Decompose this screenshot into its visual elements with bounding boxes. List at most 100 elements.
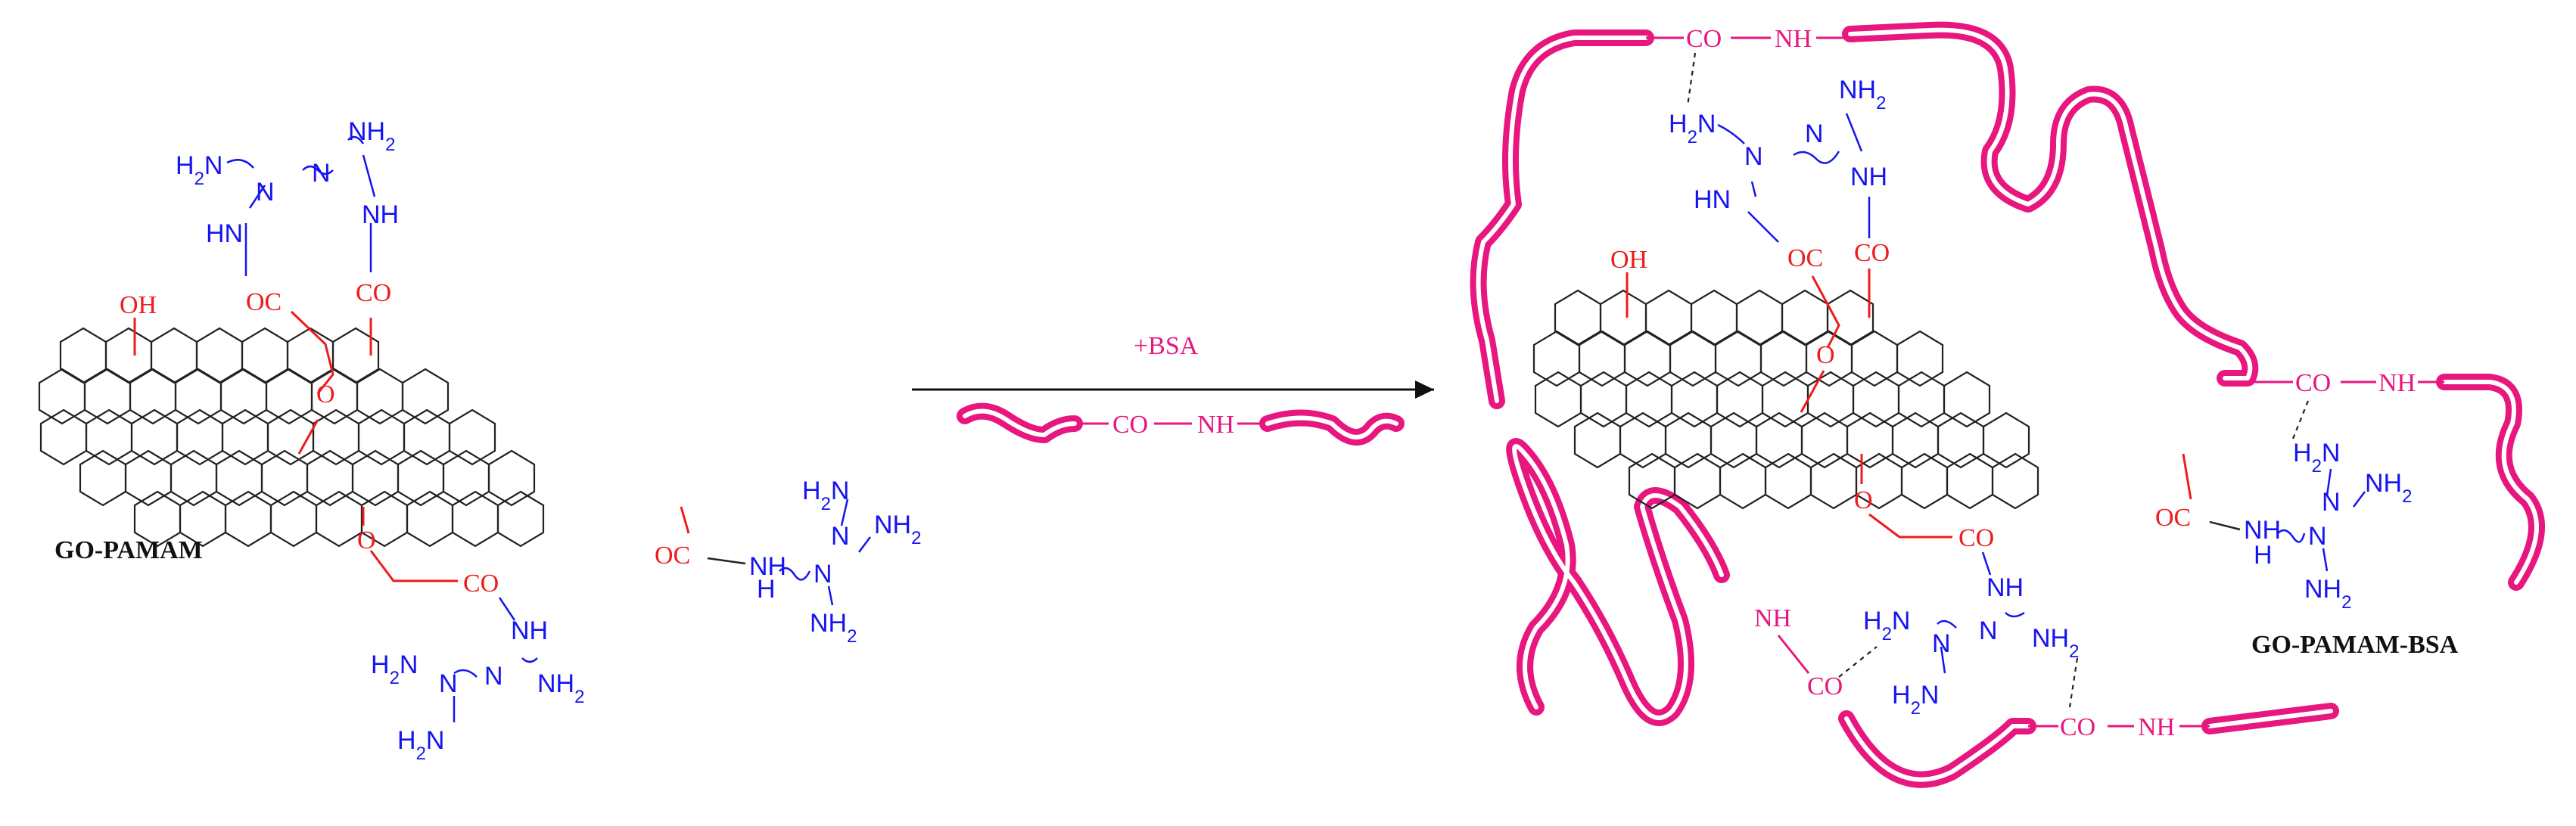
amine-terminal: H2N: [371, 651, 418, 688]
amine-terminal: H2N: [1863, 607, 1910, 644]
go-pamam-bsa-structure: CO NH CO NH CO NH NH CO OH OC CO O O CO …: [1470, 21, 2545, 788]
amide-nh: NH: [2138, 713, 2175, 741]
amide-co: CO: [1686, 25, 1722, 53]
amide-h: H: [2254, 541, 2273, 570]
amide-nh: NH: [1775, 25, 1812, 53]
reaction-arrow-group: +BSA CO NH: [912, 332, 1434, 446]
amine-terminal: H2N: [397, 726, 444, 764]
amine-terminal: NH2: [537, 669, 584, 707]
benzene-ring: [1982, 411, 2030, 469]
amide-nh: NH: [2244, 516, 2281, 545]
tertiary-amine: N: [256, 178, 275, 206]
ether-oxygen: O: [357, 526, 376, 554]
benzene-ring: [39, 408, 88, 466]
amide-h: H: [757, 575, 776, 604]
amine-terminal: NH2: [2304, 575, 2351, 613]
amine-terminal: H2N: [1892, 681, 1939, 719]
ester-linker-upper: [1800, 275, 1840, 413]
benzene-ring: [1991, 452, 2039, 510]
carbonyl-group: OC: [246, 288, 282, 316]
amine-terminal: NH2: [348, 117, 395, 155]
graphene-sheet-left: [38, 327, 545, 548]
amide-nh: NH: [1197, 411, 1234, 439]
ester-linker-lower: [1860, 454, 1952, 539]
ester-linker-lower: [362, 507, 458, 582]
pamam-dendron-bottom: NH H2N N N NH2 H2N: [371, 597, 584, 764]
amide-co: CO: [2060, 713, 2095, 741]
amide-nh: NH: [1986, 573, 2024, 602]
carbonyl-group: CO: [1958, 524, 1994, 552]
tertiary-amine: N: [831, 522, 850, 551]
tertiary-amine: N: [1979, 616, 1998, 645]
amide-nh: HN: [1694, 185, 1731, 214]
carbonyl-group: OC: [1787, 244, 1823, 272]
tertiary-amine: N: [1744, 142, 1763, 171]
carbonyl-group: OC: [2155, 504, 2191, 532]
benzene-ring: [38, 368, 86, 425]
benzene-ring: [401, 368, 450, 425]
amine-terminal: H2N: [1669, 110, 1716, 148]
benzene-ring: [1532, 330, 1581, 387]
amide-nh: HN: [206, 219, 243, 248]
amine-terminal: NH2: [2365, 469, 2412, 507]
carbonyl-group: CO: [463, 570, 499, 598]
amide-nh: NH: [749, 552, 786, 581]
hydrogen-bonds: [1686, 52, 2310, 708]
tertiary-amine: N: [1805, 120, 1824, 148]
bsa-protein-chains: [1470, 21, 2545, 788]
carbonyl-group: OC: [655, 542, 690, 570]
pamam-dendron-bottom-right: NH H2N N N NH2 H2N: [1863, 551, 2079, 719]
amine-terminal: H2N: [802, 477, 849, 514]
go-pamam-label: GO-PAMAM: [54, 536, 203, 564]
carbonyl-linker-right: [2182, 453, 2192, 500]
benzene-ring: [1896, 330, 1944, 387]
go-pamam-structure: OH OC CO O O CO OC H2N N N NH2 HN NH NH …: [38, 117, 921, 764]
carbonyl-group: CO: [356, 279, 391, 307]
amide-co: CO: [1112, 411, 1148, 439]
pamam-dendron-right: NH H H2N N NH2 N NH2: [707, 477, 921, 647]
arrowhead-icon: [1415, 380, 1434, 399]
amide-bond: [1777, 635, 1810, 674]
amide-nh: NH: [362, 200, 399, 229]
amide-nh: NH: [1754, 604, 1791, 632]
amide-nh: NH: [1850, 163, 1887, 191]
amine-terminal: NH2: [810, 609, 857, 647]
amide-nh: NH: [511, 616, 548, 645]
tertiary-amine: N: [439, 669, 458, 698]
amine-terminal: NH2: [1839, 76, 1886, 113]
benzene-ring: [448, 408, 496, 466]
hydroxyl-group: OH: [120, 291, 157, 319]
pamam-dendron-top-right: H2N N N NH2 HN NH: [1669, 76, 1887, 243]
go-pamam-bsa-label: GO-PAMAM-BSA: [2251, 631, 2459, 659]
amine-terminal: H2N: [176, 151, 222, 189]
amide-bonds: [1646, 36, 2444, 728]
amide-co: CO: [1807, 672, 1843, 700]
reagent-label: +BSA: [1134, 332, 1199, 360]
carbonyl-group: CO: [1854, 239, 1890, 267]
tertiary-amine: N: [312, 159, 331, 188]
bsa-chain-legend: CO NH: [957, 402, 1405, 446]
amine-terminal: NH2: [2032, 624, 2079, 662]
ether-oxygen: O: [1816, 341, 1835, 369]
tertiary-amine: N: [814, 560, 832, 588]
benzene-ring: [1534, 371, 1582, 428]
ester-linker-upper: [290, 310, 334, 455]
amine-terminal: NH2: [874, 511, 921, 548]
benzene-ring: [487, 449, 536, 507]
tertiary-amine: N: [2308, 522, 2327, 551]
tertiary-amine: N: [1932, 629, 1951, 658]
hydroxyl-group: OH: [1610, 246, 1647, 274]
pamam-dendron-right-right: NH H H2N N NH2 N NH2: [2209, 439, 2412, 613]
tertiary-amine: N: [2322, 488, 2341, 517]
benzene-ring: [1943, 371, 1991, 428]
tertiary-amine: N: [484, 662, 503, 691]
ether-oxygen: O: [316, 380, 335, 408]
graphene-sheet-right: [1532, 289, 2039, 510]
benzene-ring: [496, 490, 545, 548]
amide-co: CO: [2295, 369, 2331, 397]
amide-nh: NH: [2378, 369, 2416, 397]
carbonyl-linker-right: [680, 506, 690, 534]
pamam-dendron-top: H2N N N NH2 HN NH: [176, 117, 399, 276]
amine-terminal: H2N: [2293, 439, 2340, 477]
